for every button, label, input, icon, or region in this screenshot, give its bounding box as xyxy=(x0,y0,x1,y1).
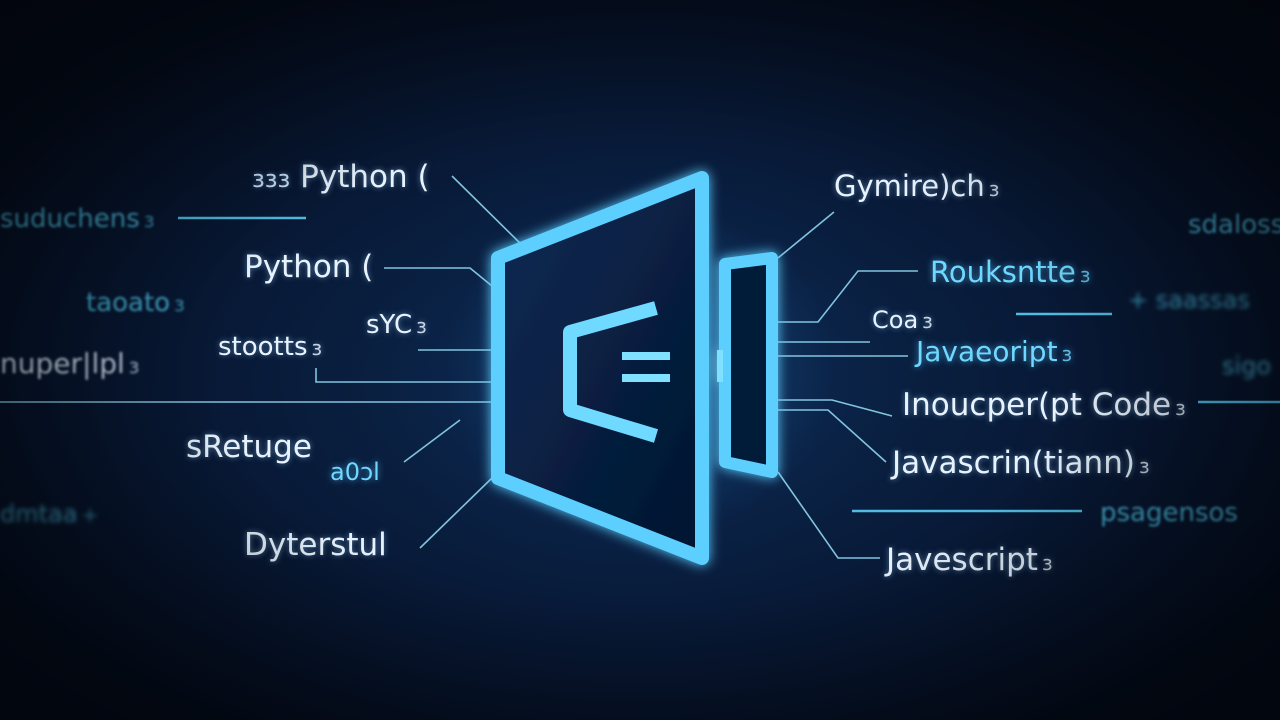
blurred-label-right-1: sdaloss xyxy=(1188,210,1280,240)
label-python-2: Python ( xyxy=(244,249,374,285)
blurred-label-right-3: sigo xyxy=(1222,352,1272,380)
label-dyterstul: Dyterstul xyxy=(244,527,387,563)
label-retuge: sRetuge xyxy=(186,429,312,465)
code-editor-logo-icon xyxy=(470,160,800,580)
label-python-1: ɜɜɜ Python ( xyxy=(252,159,430,195)
label-a0l: a0ɔl xyxy=(330,458,380,486)
blurred-label-right-4: psagensos xyxy=(1100,498,1238,528)
blurred-label-right-2: + saassas xyxy=(1128,286,1250,314)
blurred-label-left-4: dmtaa+ xyxy=(0,500,99,528)
label-javascript-2: Javascrin(tiann)ɜ xyxy=(892,445,1150,481)
